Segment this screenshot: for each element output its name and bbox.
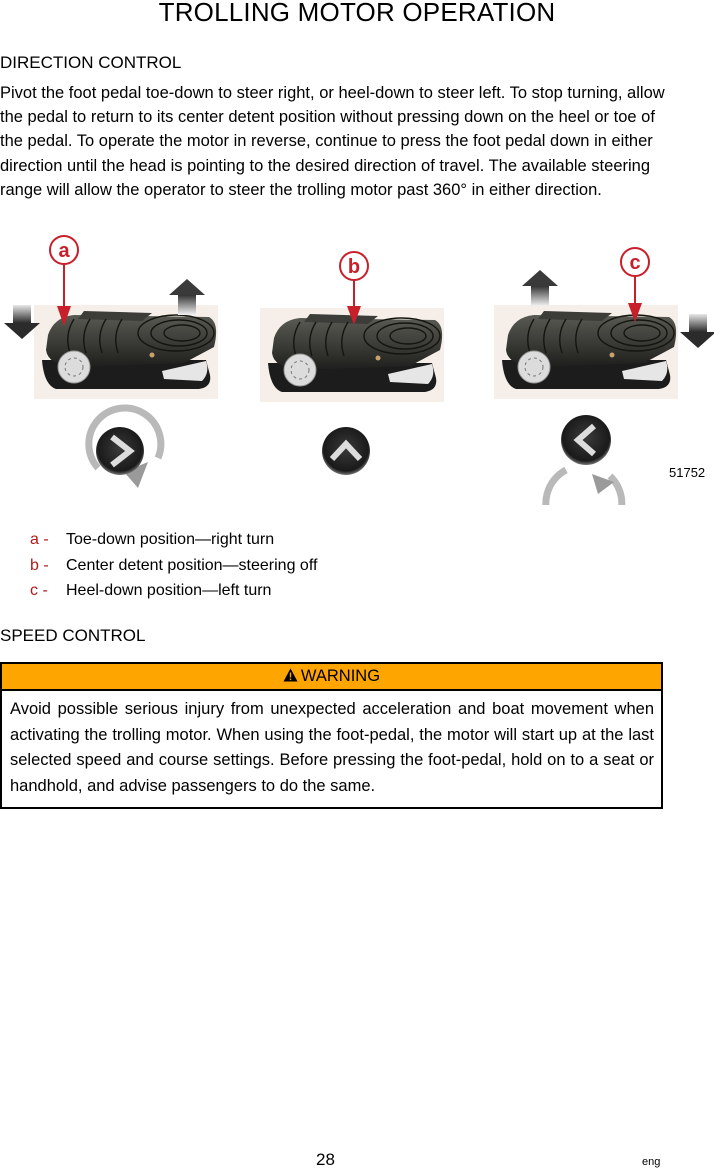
figure-number: 51752: [669, 465, 706, 480]
svg-text:b: b: [348, 256, 360, 278]
page-number: 28: [316, 1150, 335, 1169]
legend-key: a -: [30, 531, 49, 548]
legend-key: c -: [30, 582, 48, 599]
section-heading-direction-control: DIRECTION CONTROL: [0, 53, 182, 72]
section-heading-speed-control: SPEED CONTROL: [0, 626, 146, 645]
pedal-panel-a: a: [4, 235, 219, 488]
callout-a: a: [49, 235, 79, 326]
language-code: eng: [642, 1156, 661, 1168]
legend-item-a: a - Toe-down position—right turn: [30, 527, 317, 553]
callout-c: c: [620, 247, 650, 322]
warning-text: Avoid possible serious injury from unexp…: [10, 700, 654, 795]
legend-key: b -: [30, 556, 49, 574]
legend-item-c: c - Heel-down position—left turn: [30, 578, 317, 604]
legend-item-b: b - Center detent position—steering off: [30, 553, 317, 579]
warning-box: WARNING Avoid possible serious injury fr…: [0, 662, 663, 809]
rotation-indicator-counterclockwise: [542, 415, 626, 546]
warning-triangle-icon: [283, 665, 298, 690]
legend-text: Center detent position—steering off: [66, 556, 318, 574]
pedal-panel-c: c: [493, 247, 714, 546]
legend-text: Heel-down position—left turn: [66, 582, 272, 599]
callout-b: b: [339, 251, 369, 325]
svg-text:c: c: [629, 252, 640, 274]
direction-control-paragraph: Pivot the foot pedal toe-down to steer r…: [0, 84, 665, 199]
rotation-indicator-clockwise: [85, 404, 165, 488]
warning-label: WARNING: [300, 667, 381, 685]
warning-header: WARNING: [2, 664, 661, 691]
center-indicator: [322, 427, 370, 475]
svg-text:a: a: [58, 240, 70, 262]
figure-legend: a - Toe-down position—right turn b - Cen…: [30, 527, 317, 604]
pedal-panel-b: b: [259, 251, 445, 475]
legend-text: Toe-down position—right turn: [66, 531, 275, 548]
foot-pedal-figure: a b: [0, 225, 714, 546]
page-title: TROLLING MOTOR OPERATION: [158, 0, 556, 27]
